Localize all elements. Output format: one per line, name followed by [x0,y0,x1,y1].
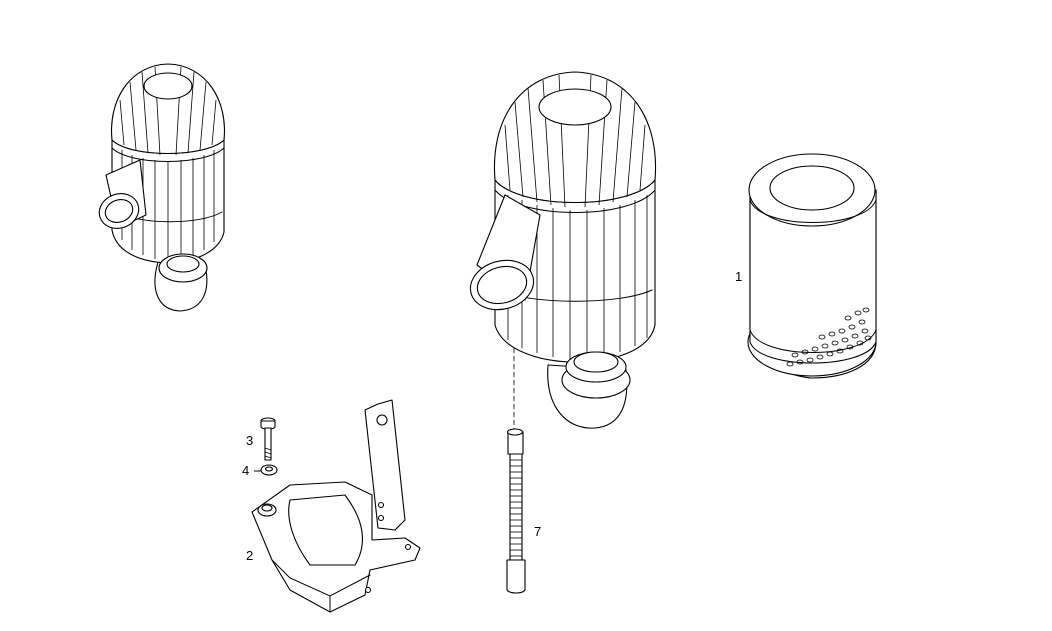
perforation-holes [786,307,872,367]
nut [260,464,278,476]
bolt [260,417,276,461]
mounting-bracket [251,399,421,613]
tube-corrugations [510,459,522,557]
callout-part-4: 4 [242,463,250,478]
air-filter-assembly-small [98,63,226,312]
corrugated-tube [506,428,526,594]
air-filter-assembly-large [469,71,657,430]
callout-part-7: 7 [534,524,542,539]
callout-part-1: 1 [735,269,743,284]
callout-part-2: 2 [246,548,254,563]
filter-cartridge [747,153,877,379]
callout-part-3: 3 [246,433,254,448]
